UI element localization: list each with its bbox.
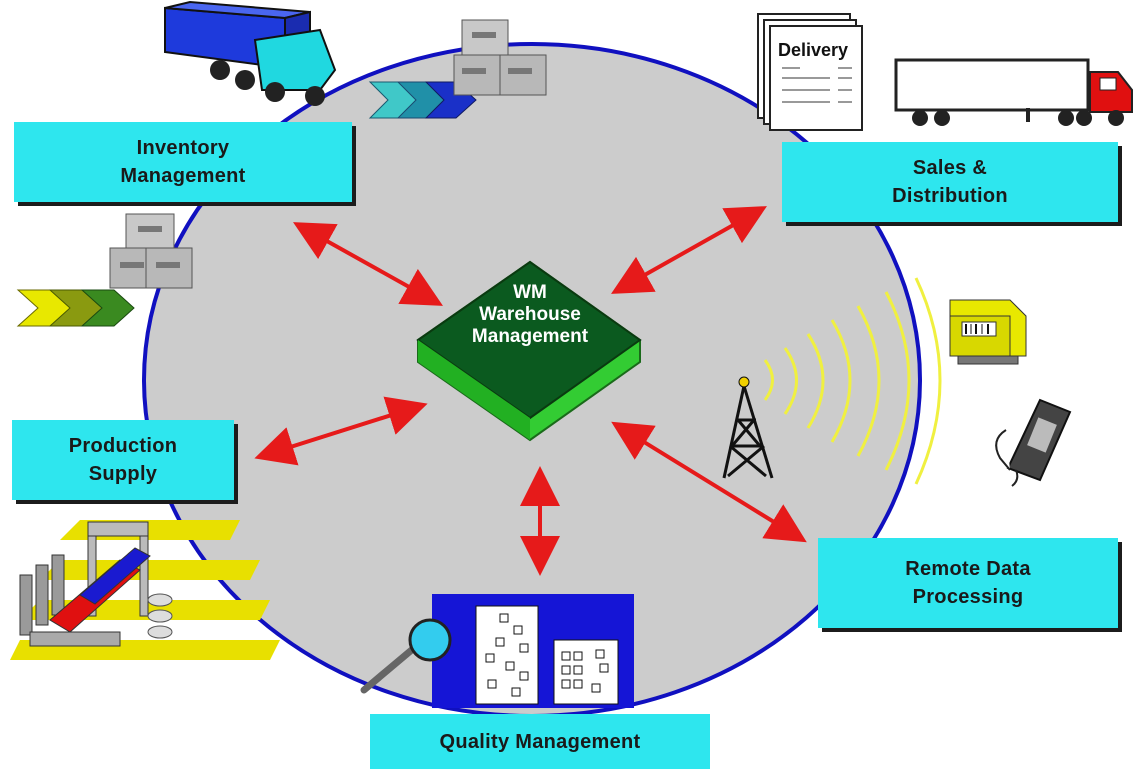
arrow-inventory: [293, 222, 443, 306]
inventory-management-box: Inventory Management: [14, 122, 352, 202]
arrow-production: [254, 396, 428, 466]
inventory-management-label: Inventory Management: [120, 137, 246, 187]
magnifier-icon: [360, 618, 452, 694]
wm-line2: Management: [471, 326, 589, 347]
production-supply-label: Production Supply: [68, 435, 178, 485]
production-supply-box: Production Supply: [12, 420, 234, 500]
barcode-box-icon: [949, 299, 1027, 365]
shipping-box-icon: [453, 19, 547, 96]
truck-icon: [164, 0, 337, 106]
arrow-sales: [611, 206, 767, 294]
quality-documents-icon: [432, 594, 634, 708]
wm-block: [416, 260, 642, 442]
production-line-icon: [19, 521, 173, 647]
handheld-scanner-icon: [995, 398, 1072, 487]
wm-label: WM Warehouse Management: [430, 282, 630, 348]
arrow-remote: [611, 421, 807, 543]
radio-waves: [763, 277, 942, 485]
wm-abbrev: WM: [513, 282, 547, 303]
sales-distribution-box: Sales & Distribution: [782, 142, 1118, 222]
sales-distribution-label: Sales & Distribution: [892, 157, 1008, 207]
chevron-arrows-icon: [16, 289, 135, 327]
connector-arrows: [254, 206, 807, 576]
remote-data-processing-box: Remote Data Processing: [818, 538, 1118, 628]
trailer-truck-icon: [894, 58, 1133, 126]
quality-management-label: Quality Management: [439, 730, 641, 753]
delivery-document-icon: [757, 13, 863, 131]
shipping-box-icon: [109, 213, 193, 289]
delivery-title: Delivery: [778, 40, 848, 60]
quality-management-box: Quality Management: [370, 714, 710, 769]
remote-data-processing-label: Remote Data Processing: [905, 558, 1031, 608]
wm-line1: Warehouse: [479, 304, 581, 325]
